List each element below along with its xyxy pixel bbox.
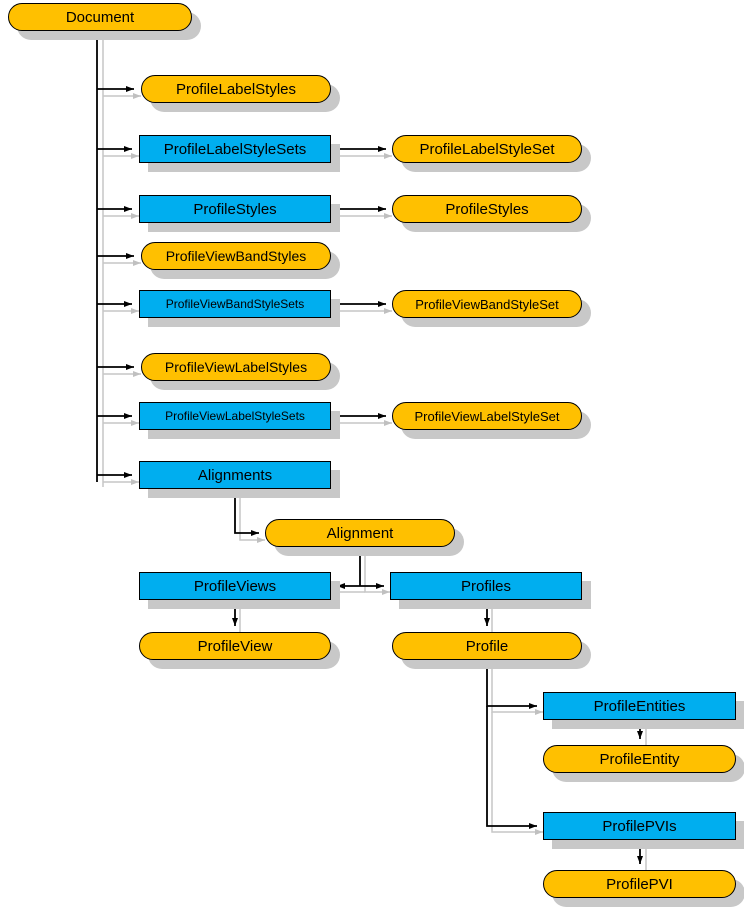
node-alignment[interactable]: Alignment: [265, 519, 455, 547]
node-profile-view-label-style-set[interactable]: ProfileViewLabelStyleSet: [392, 402, 582, 430]
node-profiles[interactable]: Profiles: [390, 572, 582, 600]
node-profile-label-styles[interactable]: ProfileLabelStyles: [141, 75, 331, 103]
node-profile-entity[interactable]: ProfileEntity: [543, 745, 736, 773]
node-profile-entities[interactable]: ProfileEntities: [543, 692, 736, 720]
node-profile-pvi[interactable]: ProfilePVI: [543, 870, 736, 898]
node-document[interactable]: Document: [8, 3, 192, 31]
node-profile-view-band-style-set[interactable]: ProfileViewBandStyleSet: [392, 290, 582, 318]
node-profile-view-band-styles[interactable]: ProfileViewBandStyles: [141, 242, 331, 270]
node-profile-view-band-style-sets[interactable]: ProfileViewBandStyleSets: [139, 290, 331, 318]
node-profile-pvis[interactable]: ProfilePVIs: [543, 812, 736, 840]
node-profile-view[interactable]: ProfileView: [139, 632, 331, 660]
node-profile-view-label-style-sets[interactable]: ProfileViewLabelStyleSets: [139, 402, 331, 430]
node-profile-views[interactable]: ProfileViews: [139, 572, 331, 600]
node-profile-label-style-sets[interactable]: ProfileLabelStyleSets: [139, 135, 331, 163]
node-alignments[interactable]: Alignments: [139, 461, 331, 489]
node-profile-label-style-set[interactable]: ProfileLabelStyleSet: [392, 135, 582, 163]
node-profile-styles[interactable]: ProfileStyles: [392, 195, 582, 223]
node-profile[interactable]: Profile: [392, 632, 582, 660]
node-profile-styles-collection[interactable]: ProfileStyles: [139, 195, 331, 223]
node-profile-view-label-styles[interactable]: ProfileViewLabelStyles: [141, 353, 331, 381]
